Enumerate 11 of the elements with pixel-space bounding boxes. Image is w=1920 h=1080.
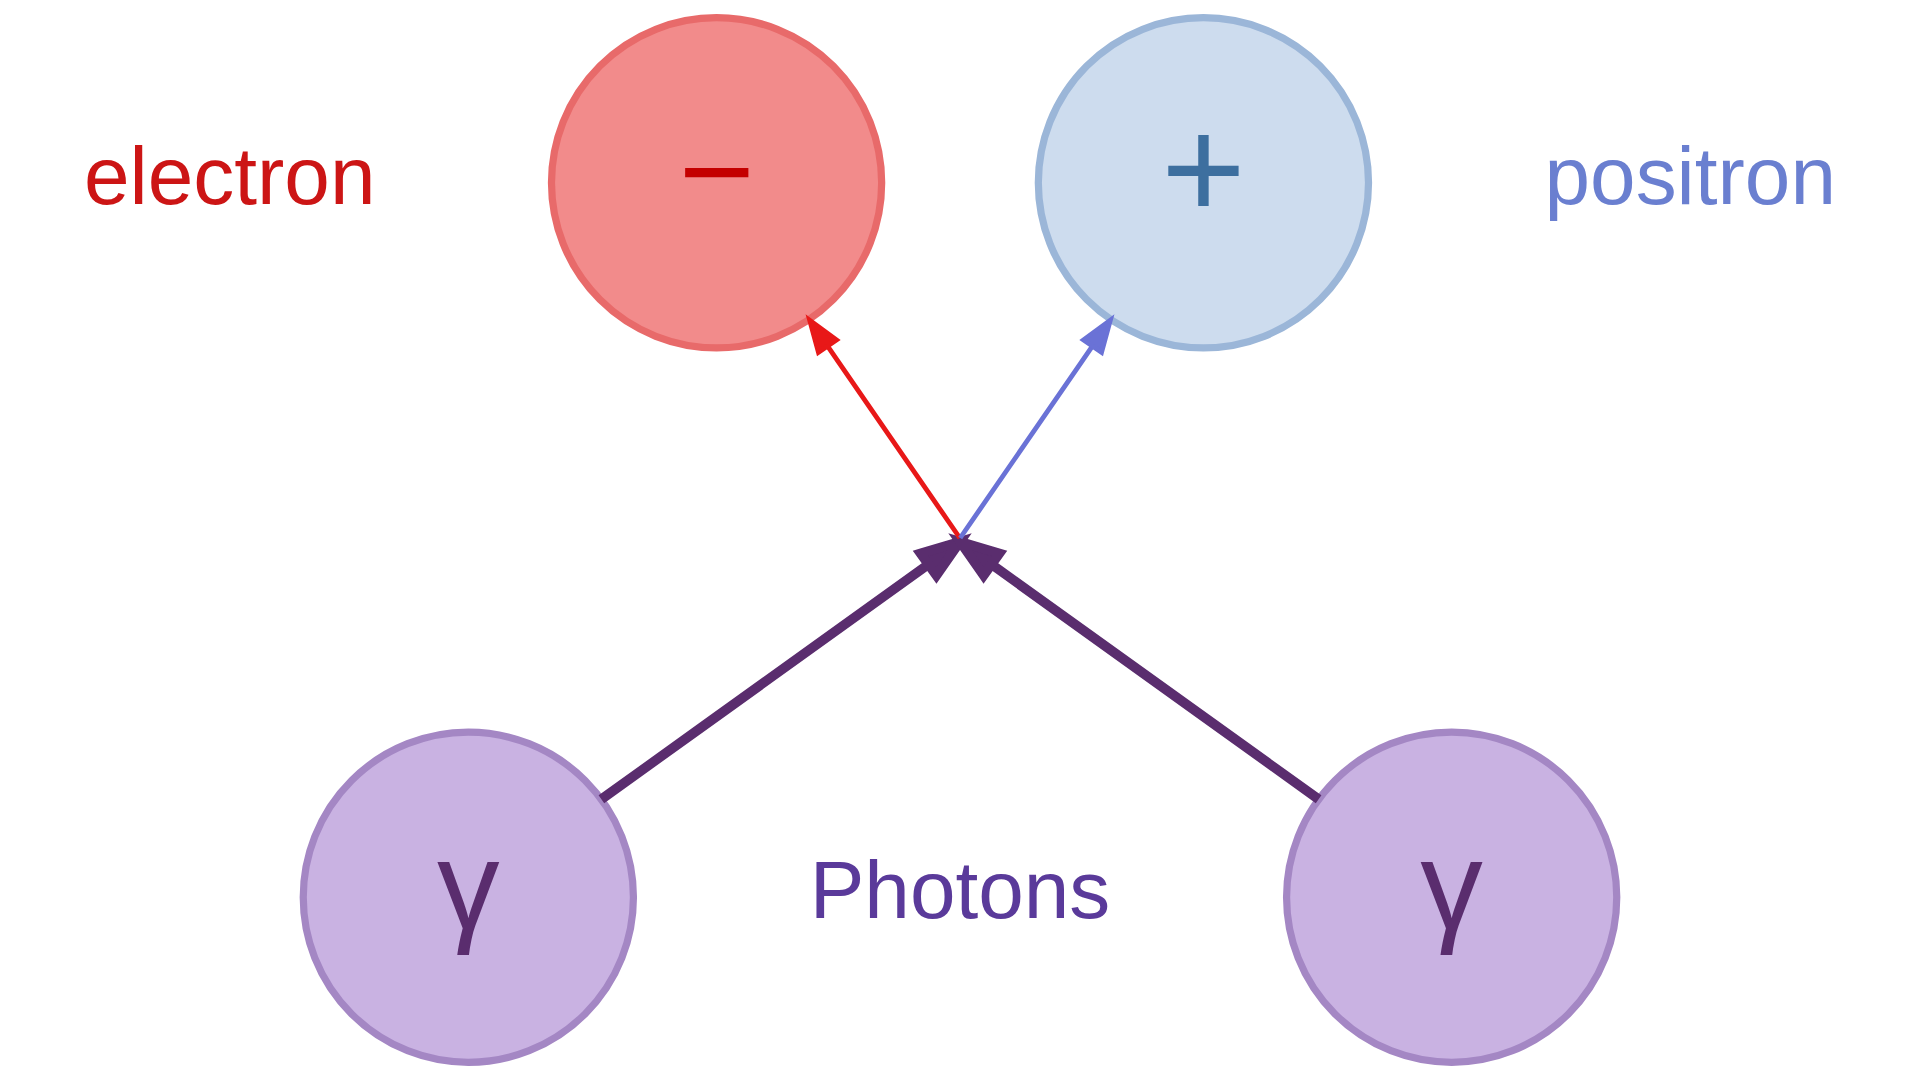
- node-circle: +: [1034, 14, 1373, 352]
- node-circle: γ: [299, 728, 638, 1066]
- node-circle: γ: [1282, 728, 1621, 1066]
- arrow: [598, 533, 972, 804]
- node-label: positron: [1544, 129, 1837, 221]
- node-label: electron: [83, 129, 376, 221]
- arrow: [948, 533, 1322, 804]
- arrow: [805, 314, 962, 540]
- label: Photons: [809, 844, 1111, 936]
- node-circle: −: [547, 14, 886, 352]
- arrow: [958, 314, 1115, 540]
